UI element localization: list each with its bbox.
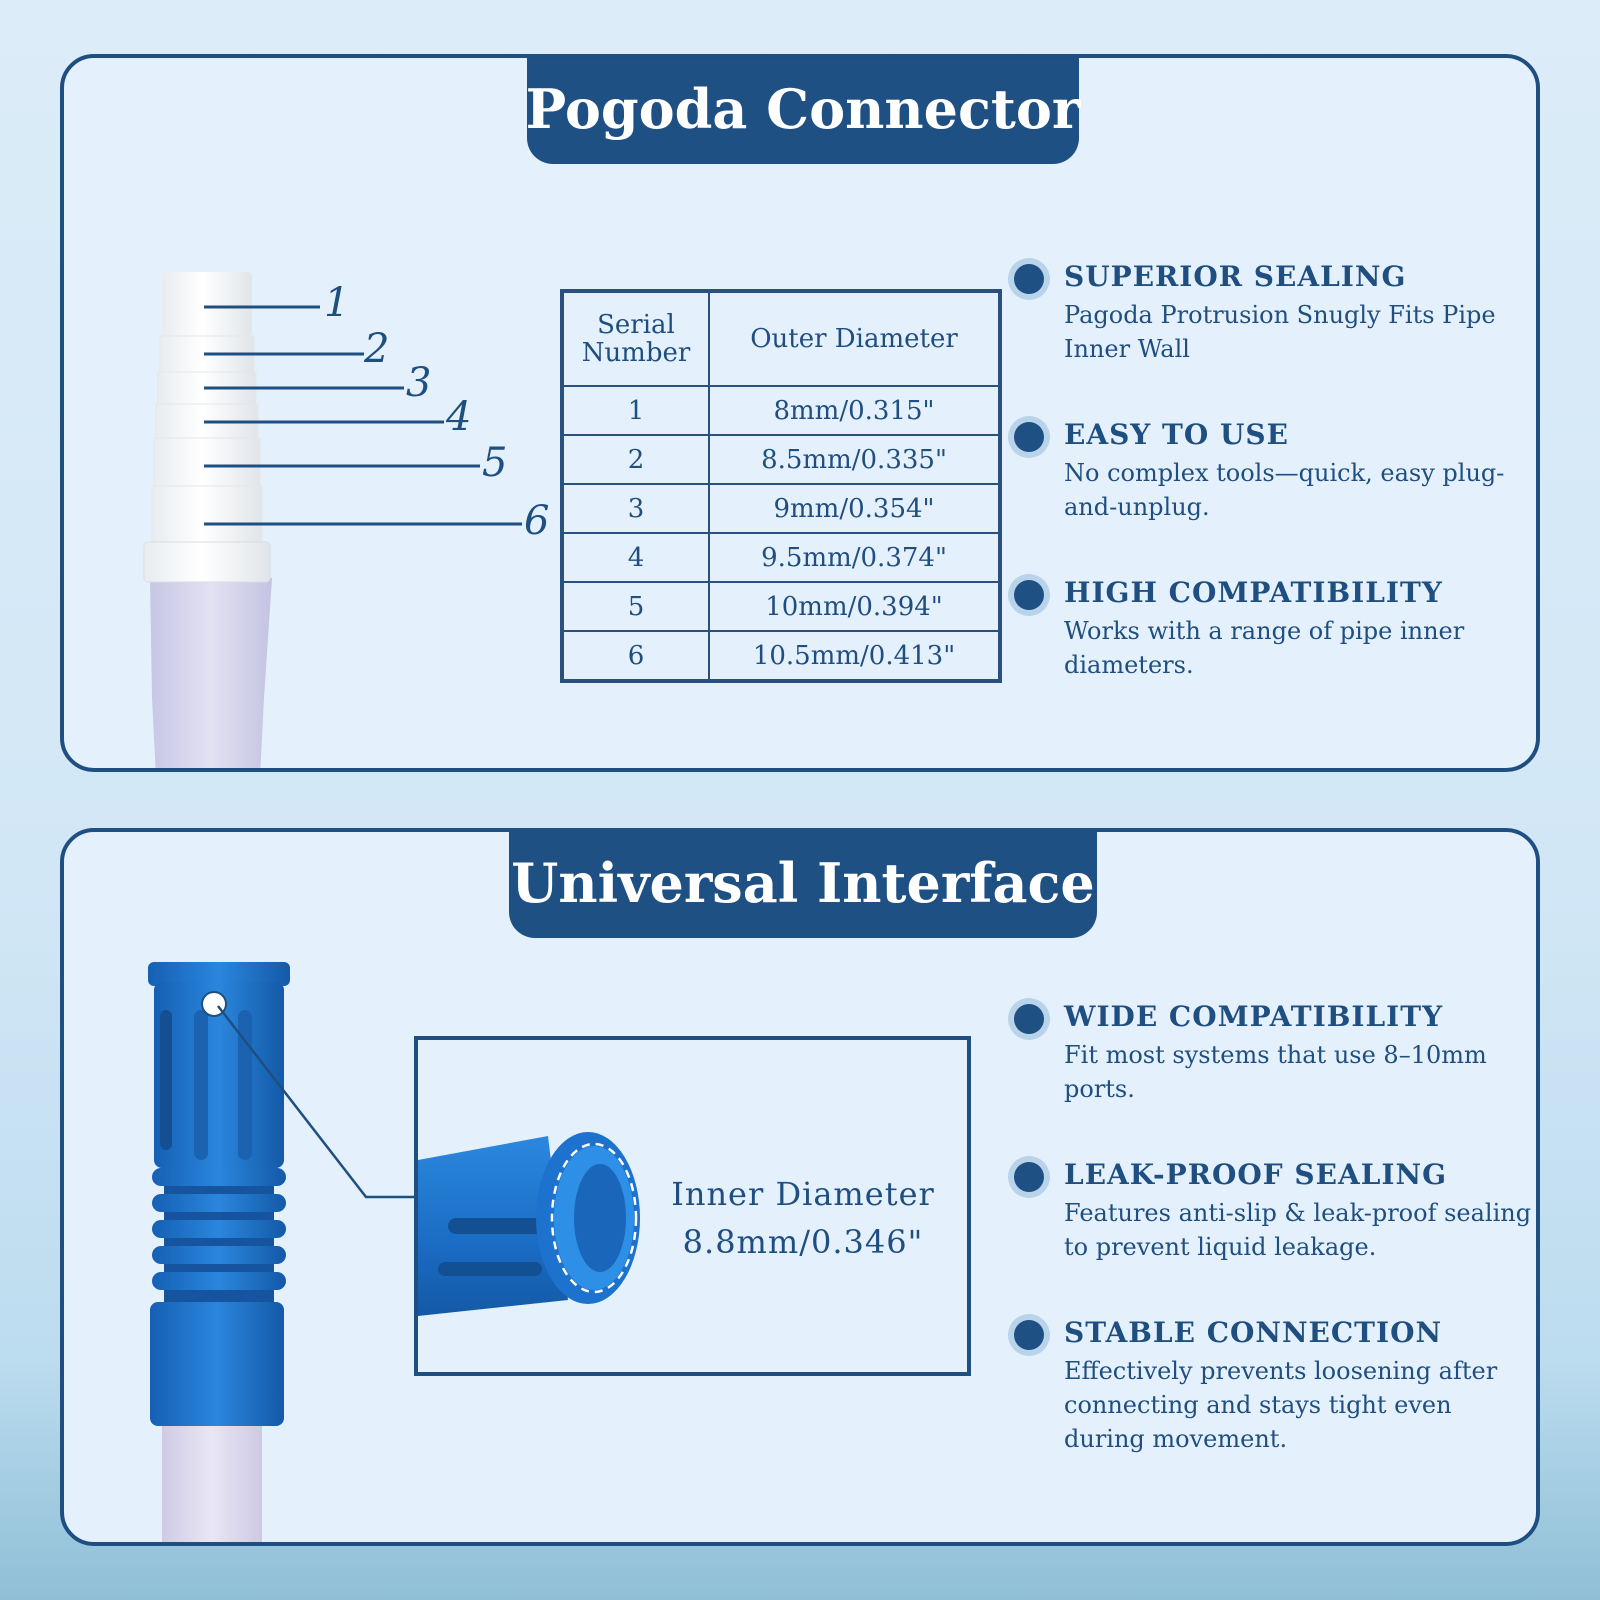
diameter-cell: 8.5mm/0.335" xyxy=(708,434,1001,485)
inner-diameter-label: Inner Diameter 8.8mm/0.346" xyxy=(653,1170,953,1266)
callout-line xyxy=(217,1005,422,1199)
header-outer-diameter: Outer Diameter xyxy=(708,290,1001,387)
serial-cell: 1 xyxy=(561,385,710,436)
diameter-cell: 9mm/0.354" xyxy=(708,483,1001,534)
connector-base xyxy=(143,541,271,583)
tag-number-6: 6 xyxy=(524,498,550,544)
feature-description: No complex tools—quick, easy plug-and-un… xyxy=(1064,459,1505,521)
table-row: 1 8mm/0.315" xyxy=(561,385,1001,436)
diameter-cell: 8mm/0.315" xyxy=(708,385,1001,436)
bullet-dot-icon xyxy=(1014,422,1044,452)
table-row: 3 9mm/0.354" xyxy=(561,483,1001,534)
feature-description: Fit most systems that use 8–10mm ports. xyxy=(1064,1041,1487,1103)
pogoda-connector-title: Pogoda Connector xyxy=(526,58,1080,164)
bullet-dot-icon xyxy=(1014,264,1044,294)
tag-number-1: 1 xyxy=(324,280,350,326)
connector-tier-1 xyxy=(162,272,252,336)
tag-number-3: 3 xyxy=(406,360,432,406)
connector-tier-6 xyxy=(151,485,263,543)
feature-title: LEAK-PROOF SEALING xyxy=(1064,1158,1447,1191)
feature-title: HIGH COMPATIBILITY xyxy=(1064,576,1443,609)
feature-title: STABLE CONNECTION xyxy=(1064,1316,1443,1349)
pagoda-connector-image xyxy=(143,272,522,768)
tag-number-4: 4 xyxy=(446,394,472,440)
feature-description: Pagoda Protrusion Snugly Fits Pipe Inner… xyxy=(1064,301,1496,363)
table-row: 5 10mm/0.394" xyxy=(561,581,1001,632)
tag-number-2: 2 xyxy=(364,326,390,372)
serial-cell: 2 xyxy=(561,434,710,485)
feature-description: Works with a range of pipe inner diamete… xyxy=(1064,617,1465,679)
connector-opening-closeup xyxy=(418,1132,640,1316)
serial-cell: 3 xyxy=(561,483,710,534)
serial-cell: 5 xyxy=(561,581,710,632)
connector-tier-5 xyxy=(153,437,261,487)
feature-description: Effectively prevents loosening after con… xyxy=(1064,1357,1498,1453)
universal-interface-image xyxy=(148,962,422,1542)
tag-number-5: 5 xyxy=(482,440,508,486)
inner-diameter-box: Inner Diameter 8.8mm/0.346" xyxy=(414,1036,971,1376)
table-row: 4 9.5mm/0.374" xyxy=(561,532,1001,583)
header-serial-number: Serial Number xyxy=(561,290,710,387)
serial-cell: 4 xyxy=(561,532,710,583)
inner-diameter-value: 8.8mm/0.346" xyxy=(682,1223,924,1261)
universal-interface-panel: Universal Interface xyxy=(60,828,1540,1546)
bullet-dot-icon xyxy=(1014,1320,1044,1350)
table-row: 2 8.5mm/0.335" xyxy=(561,434,1001,485)
diameter-cell: 10mm/0.394" xyxy=(708,581,1001,632)
universal-interface-title: Universal Interface xyxy=(509,832,1097,938)
table-row: 6 10.5mm/0.413" xyxy=(561,630,1001,682)
inner-diameter-caption: Inner Diameter xyxy=(671,1175,935,1213)
pogoda-connector-panel: Pogoda Connector xyxy=(60,54,1540,772)
feature-title: EASY TO USE xyxy=(1064,418,1289,451)
serial-cell: 6 xyxy=(561,630,710,682)
bullet-dot-icon xyxy=(1014,1162,1044,1192)
outer-diameter-table: Serial Number Outer Diameter 1 8mm/0.315… xyxy=(560,289,1002,683)
feature-description: Features anti-slip & leak-proof sealing … xyxy=(1064,1199,1532,1261)
table-header-row: Serial Number Outer Diameter xyxy=(561,290,1001,387)
diameter-cell: 10.5mm/0.413" xyxy=(708,630,1001,682)
bullet-dot-icon xyxy=(1014,1004,1044,1034)
feature-title: SUPERIOR SEALING xyxy=(1064,260,1407,293)
feature-title: WIDE COMPATIBILITY xyxy=(1064,1000,1444,1033)
bullet-dot-icon xyxy=(1014,580,1044,610)
diameter-cell: 9.5mm/0.374" xyxy=(708,532,1001,583)
